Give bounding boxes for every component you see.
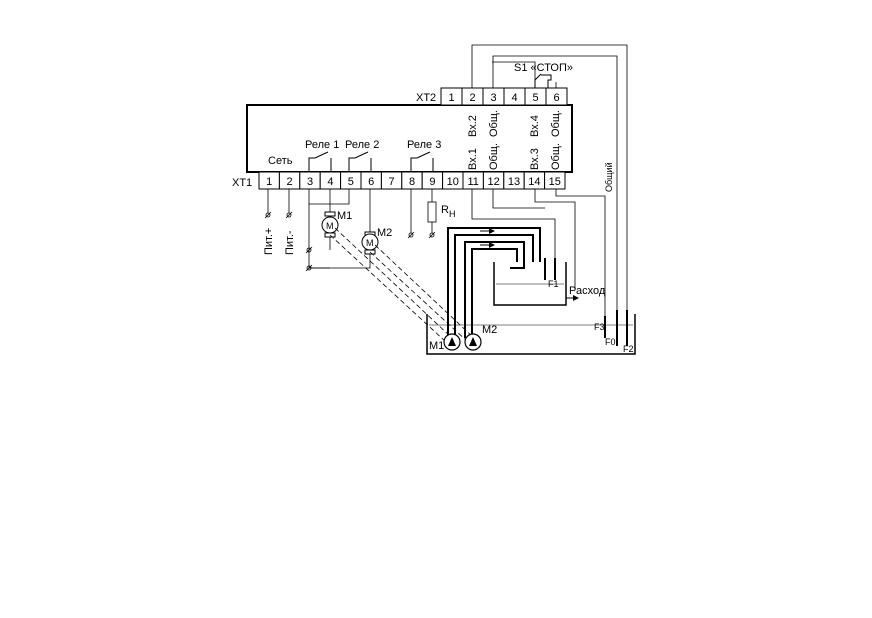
load-rh bbox=[407, 189, 437, 239]
xt1-terminal-11: 11 bbox=[467, 176, 478, 188]
xt2-label: XT2 bbox=[416, 92, 436, 104]
inputs-bottom: Вх.1 Общ. Вх.3 Общ. bbox=[467, 143, 562, 170]
xt2-terminal-2: 2 bbox=[469, 92, 475, 104]
xt1-terminal-7: 7 bbox=[389, 176, 395, 188]
pump-m1-label: M1 bbox=[429, 340, 444, 352]
label-f2: F2 bbox=[623, 344, 634, 354]
label-set: Сеть bbox=[268, 155, 293, 167]
input-common-d: Общ. bbox=[550, 143, 562, 170]
xt2-cell-6 bbox=[545, 87, 568, 106]
pump-m1: M1 bbox=[429, 333, 461, 352]
label-pit-minus: Пит.- bbox=[284, 230, 296, 255]
label-relay2: Реле 2 bbox=[345, 139, 379, 151]
lower-tank: F3 F0 F2 bbox=[426, 310, 636, 355]
flow-arrows bbox=[480, 228, 495, 248]
xt1-terminal-14: 14 bbox=[528, 176, 540, 188]
motor-m1-symbol: M bbox=[326, 221, 334, 231]
input-vx2: Вх.2 bbox=[467, 115, 479, 137]
switch-s1-label: S1 «СТОП» bbox=[514, 62, 573, 74]
xt1-terminal-5: 5 bbox=[348, 176, 354, 188]
motor-m2-symbol: M bbox=[366, 238, 374, 248]
xt1-terminal-3: 3 bbox=[307, 176, 313, 188]
pump-m2-label: M2 bbox=[482, 324, 497, 336]
xt1-terminal-9: 9 bbox=[429, 176, 435, 188]
upper-tank: F1 Расход bbox=[493, 258, 606, 306]
power-wiring bbox=[264, 189, 293, 219]
xt2-terminal-5: 5 bbox=[532, 92, 538, 104]
xt1-label: XT1 bbox=[232, 177, 252, 189]
xt1-terminal-13: 13 bbox=[508, 176, 520, 188]
motor-m2-label: M2 bbox=[377, 227, 392, 239]
label-relay3: Реле 3 bbox=[407, 139, 441, 151]
motor-wiring bbox=[305, 189, 371, 272]
xt1-input-wiring bbox=[471, 189, 606, 320]
input-common-c: Общ. bbox=[488, 143, 500, 170]
xt2-terminal-1: 1 bbox=[448, 92, 454, 104]
label-f1: F1 bbox=[548, 279, 559, 289]
xt1-terminal-2: 2 bbox=[287, 176, 293, 188]
xt2-terminal-6: 6 bbox=[553, 92, 559, 104]
pump-m2: M2 bbox=[464, 324, 497, 351]
motor-m2: M M2 bbox=[361, 227, 392, 255]
label-rh: RH bbox=[441, 204, 455, 219]
xt2-terminal-3: 3 bbox=[490, 92, 496, 104]
xt1-terminal-15: 15 bbox=[549, 176, 561, 188]
label-f0: F0 bbox=[605, 337, 616, 347]
input-vx4: Вх.4 bbox=[529, 115, 541, 137]
input-common-b: Общ. bbox=[550, 110, 562, 137]
xt1-terminal-1: 1 bbox=[266, 176, 272, 188]
label-f3: F3 bbox=[594, 322, 605, 332]
xt2-terminal-block: XT2 1 2 3 4 5 6 bbox=[416, 87, 568, 106]
input-common-a: Общ. bbox=[488, 110, 500, 137]
xt2-terminal-4: 4 bbox=[511, 92, 517, 104]
inputs-top: Вх.2 Общ. Вх.4 Общ. bbox=[467, 110, 562, 137]
input-vx3: Вх.3 bbox=[529, 148, 541, 170]
xt1-terminal-10: 10 bbox=[447, 176, 459, 188]
motor-m1: M M1 bbox=[321, 210, 352, 238]
motor-m1-label: M1 bbox=[337, 210, 352, 222]
controller-body bbox=[246, 104, 573, 173]
label-relay1: Реле 1 bbox=[305, 139, 339, 151]
switch-s1 bbox=[534, 73, 552, 88]
input-vx1: Вх.1 bbox=[467, 148, 479, 170]
xt1-terminal-6: 6 bbox=[368, 176, 374, 188]
xt1-terminal-8: 8 bbox=[409, 176, 415, 188]
xt1-terminal-4: 4 bbox=[327, 176, 333, 188]
label-pit-plus: Пит.+ bbox=[263, 228, 275, 255]
label-flow: Расход bbox=[569, 285, 606, 297]
xt1-terminal-12: 12 bbox=[487, 176, 499, 188]
xt2-wiring bbox=[471, 44, 628, 320]
label-common: Общий bbox=[604, 162, 614, 192]
xt1-cell-15 bbox=[544, 171, 566, 190]
relay-contacts bbox=[308, 151, 434, 172]
